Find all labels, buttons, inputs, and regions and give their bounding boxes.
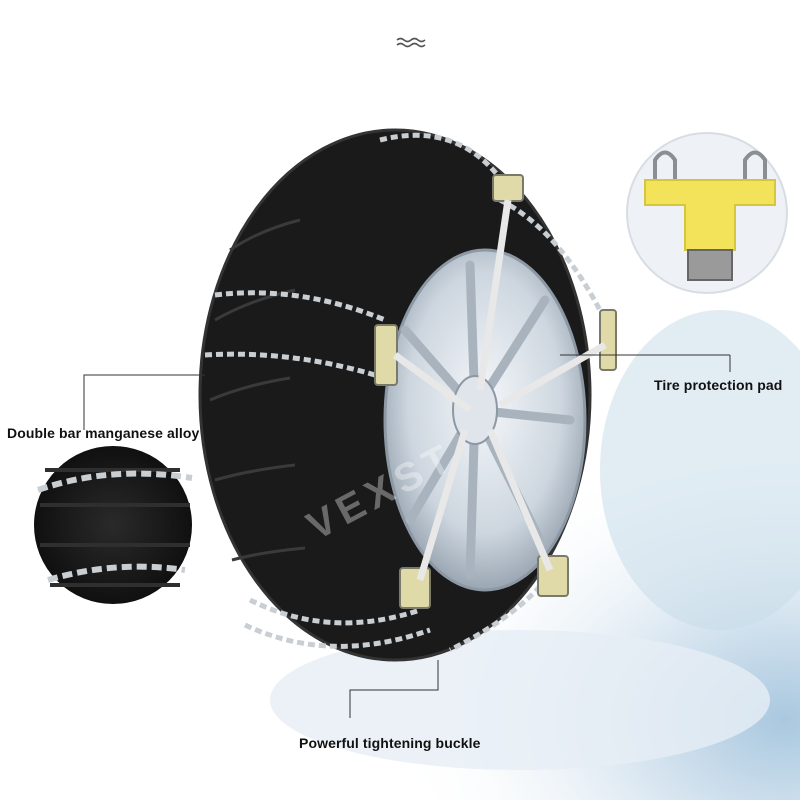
zoom-tread xyxy=(40,468,190,587)
tightening-buckle-label: Powerful tightening buckle xyxy=(299,735,481,751)
pad-buckle xyxy=(687,249,733,281)
wheel-hub xyxy=(452,375,498,445)
protection-pad xyxy=(644,179,776,251)
zoom-chain xyxy=(37,470,193,583)
protection-pad-label: Tire protection pad xyxy=(654,377,783,393)
wave-icon xyxy=(396,37,426,48)
chain-material-label: Double bar manganese alloy xyxy=(7,425,200,441)
pad-hooks xyxy=(653,150,767,180)
callout-lines xyxy=(83,354,731,718)
